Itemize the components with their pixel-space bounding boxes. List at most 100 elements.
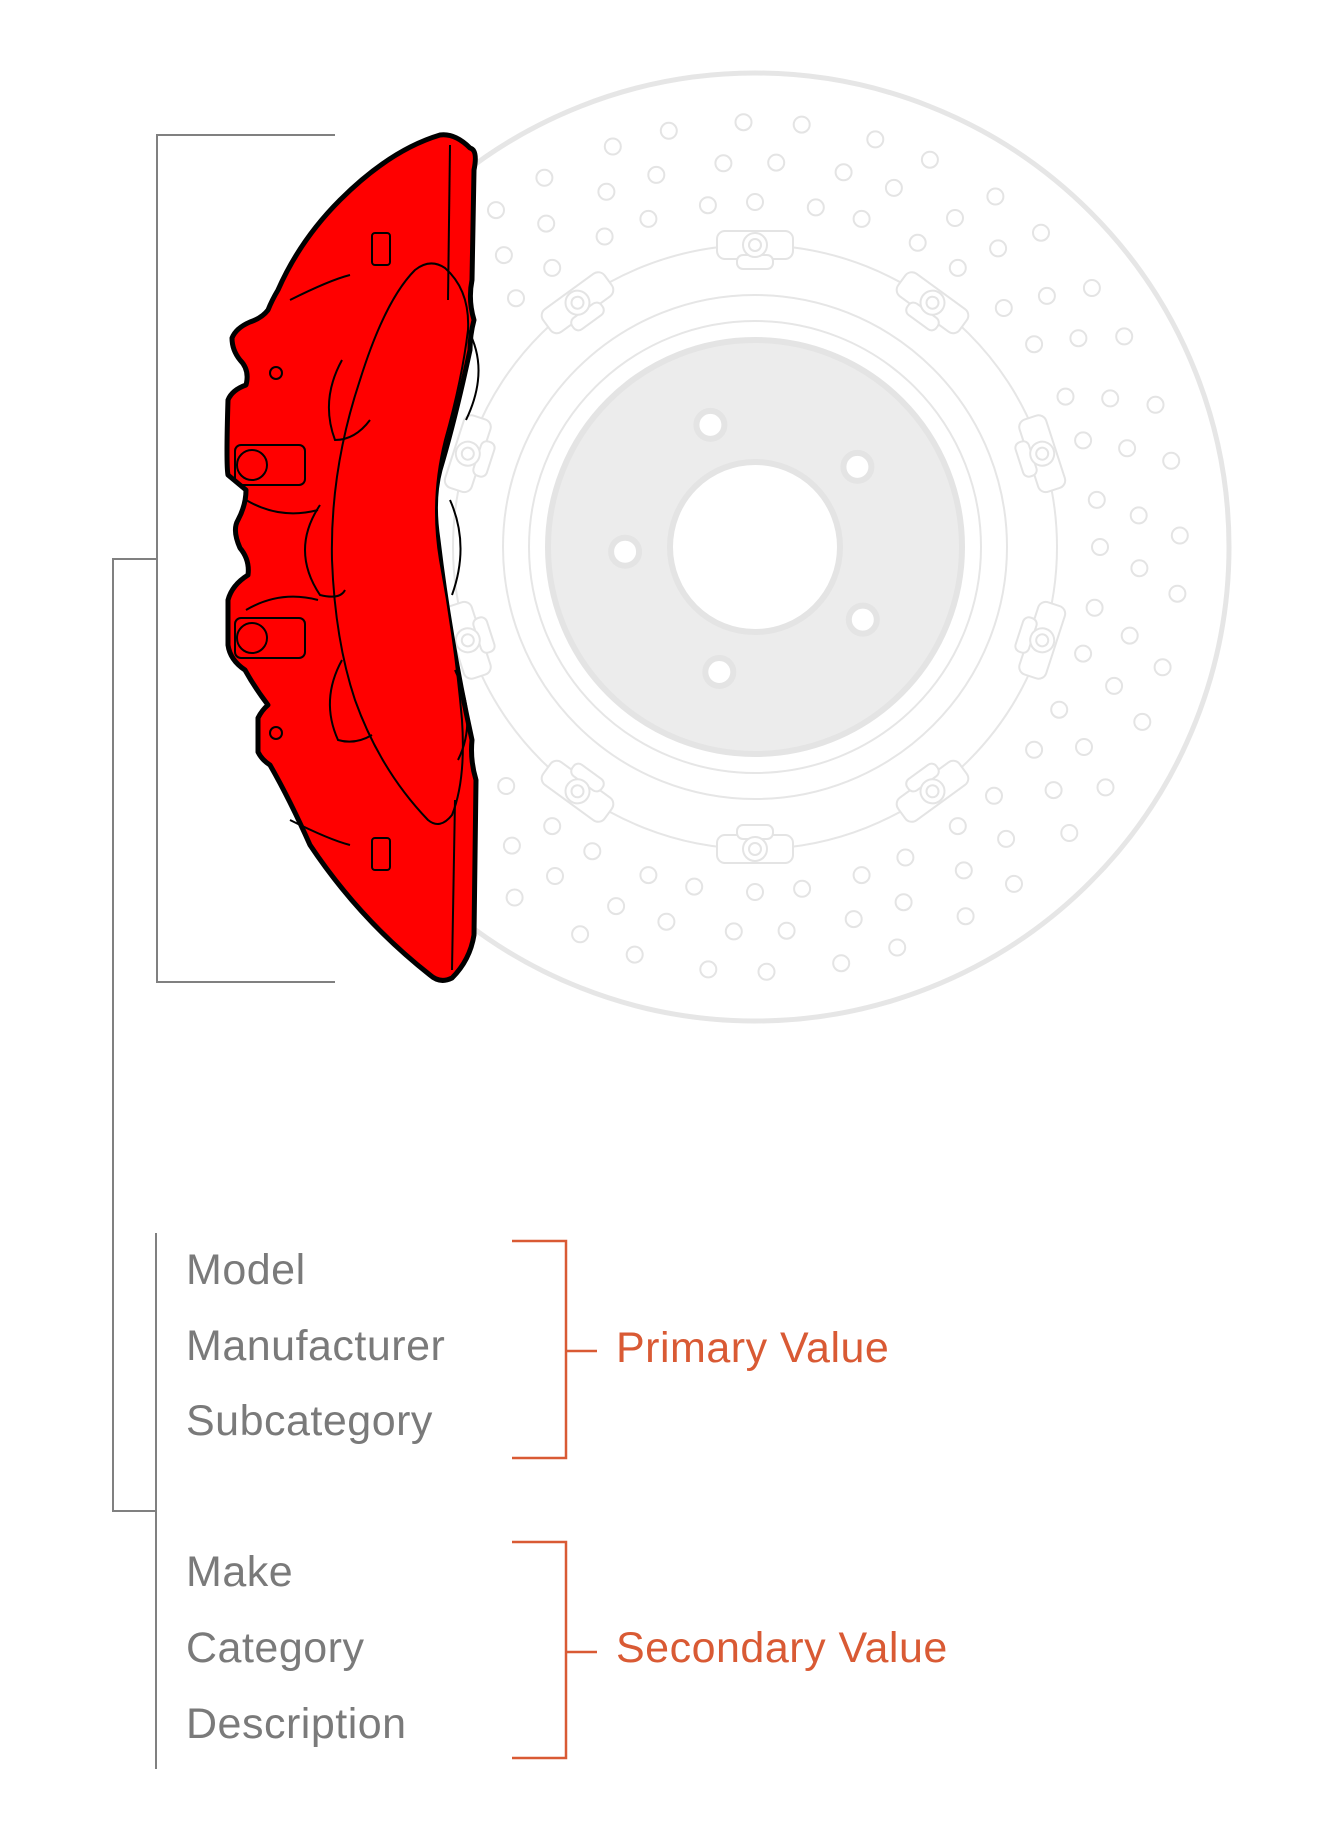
bobbin-nut-inner [748,842,762,856]
secondary-bracket [512,1540,597,1760]
drill-hole [1074,431,1093,450]
drill-hole [639,866,658,885]
drill-hole [956,907,975,926]
primary-bracket [512,1239,597,1460]
bobbin-nut [1029,627,1056,654]
drill-hole [866,130,885,149]
drill-hole [986,187,1005,206]
label-make: Make [186,1548,294,1596]
drill-hole [989,239,1008,258]
connector-lines [112,134,335,1769]
drill-hole [844,910,863,929]
rotor-bobbin [443,600,496,680]
drill-hole [1153,658,1172,677]
hub-lug-holes [608,407,880,689]
drill-hole [639,209,658,228]
drill-hole [603,137,622,156]
drill-hole [1168,584,1187,603]
brake-rotor-illustration [278,70,1232,1024]
bobbin-nut-inner [570,784,585,799]
trunk-connector [112,558,157,1512]
drill-hole [1162,451,1181,470]
drill-hole [625,945,644,964]
caliper-edge-line [447,144,451,301]
caliper-piston-arc [329,659,373,743]
label-description: Description [186,1700,407,1748]
rotor-bobbin [540,271,615,335]
bobbin-nut-inner [748,238,762,252]
drill-hole [888,938,907,957]
drill-hole [757,962,776,981]
rotor-drill-holes [487,113,1189,981]
drill-hole [1146,395,1165,414]
drill-hole [1085,598,1104,617]
caliper-bolt-boss [234,617,306,659]
drill-hole [1050,700,1069,719]
bobbin-nut [742,836,768,862]
caliper-bleed-port [371,232,391,266]
drill-hole [1130,559,1149,578]
bobbin-nut [454,627,481,654]
drill-hole [487,201,505,220]
drill-hole [1118,439,1137,458]
caliper-bolt-boss [234,444,306,486]
lug-hole [702,655,737,689]
rotor-bobbin [443,414,496,494]
drill-hole [832,954,851,973]
drill-hole [535,168,554,187]
drill-hole [543,258,562,277]
drill-hole [997,829,1016,848]
drill-hole [734,113,753,132]
drill-hole [714,154,733,173]
drill-hole [746,883,764,901]
drill-hole [1120,626,1139,645]
drill-hole [1005,874,1023,893]
drill-hole [497,777,516,795]
drill-hole [1074,644,1093,663]
drill-hole [1087,490,1106,509]
drill-hole [724,922,743,941]
rotor-floating-bobbins [443,230,1067,864]
drill-hole [685,877,704,896]
drill-hole [792,115,811,134]
drill-hole [1056,387,1075,406]
drill-hole [1032,223,1050,242]
brake-caliper-illustration [224,132,480,983]
rotor-bobbin [895,271,970,335]
drill-hole [699,960,718,979]
drill-hole [777,921,796,940]
drill-hole [896,848,915,867]
caliper-piston-arc [304,504,346,598]
drill-hole [852,866,871,885]
lug-hole [608,534,643,569]
bobbin-nut-inner [1035,633,1050,648]
drill-hole [1069,329,1088,348]
drill-hole [647,165,666,184]
drill-hole [659,121,678,140]
rotor-bobbin [716,824,794,864]
drill-hole [543,817,562,836]
drill-hole [1037,286,1056,305]
drill-hole [908,233,927,252]
drill-hole [1115,327,1134,346]
value-brackets [512,1239,597,1760]
drill-hole [1091,538,1109,556]
drill-hole [595,227,614,246]
drill-hole [954,861,973,880]
bobbin-nut [742,232,768,258]
drill-hole [985,786,1003,805]
drill-hole [537,214,556,233]
drill-hole [920,150,939,169]
drill-hole [948,817,967,836]
drill-hole [1025,740,1044,759]
drill-hole [1133,712,1152,731]
drill-hole [1105,676,1124,695]
drill-hole [505,888,524,907]
caliper-piston-arc [465,329,480,421]
bobbin-nut [919,289,946,316]
drill-hole [946,209,964,227]
primary-value-label: Primary Value [616,1324,890,1372]
drill-hole [571,925,590,944]
label-category: Category [186,1624,365,1672]
